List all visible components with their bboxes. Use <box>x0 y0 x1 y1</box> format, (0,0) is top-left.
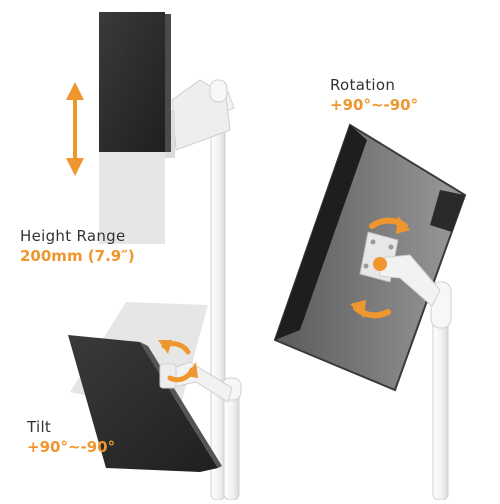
tilt-hinge <box>159 363 177 389</box>
rotation-knob <box>373 257 387 271</box>
height-monitor-side <box>165 14 171 152</box>
vertical-double-arrow-icon <box>66 82 84 176</box>
rotation-stand-arm <box>377 254 441 307</box>
rotation-label: Rotation +90°~-90° <box>330 76 418 115</box>
height-stand-pole <box>210 94 226 501</box>
tilt-monitor-group <box>68 302 242 501</box>
tilt-stand-pole <box>223 391 240 501</box>
rotation-stand-pole <box>432 319 449 501</box>
tilt-monitor <box>68 335 218 472</box>
tilt-title: Tilt <box>27 418 52 436</box>
tilt-value: +90°~-90° <box>27 438 116 456</box>
rotation-monitor-group <box>273 123 467 501</box>
tilt-label: Tilt +90°~-90° <box>27 418 115 457</box>
height-range-label: Height Range 200mm (7.9″) <box>20 227 135 266</box>
rotation-title: Rotation <box>330 76 396 94</box>
height-range-title: Height Range <box>20 227 126 245</box>
height-monitor-group <box>99 12 235 501</box>
rotation-monitor-edge <box>275 125 367 340</box>
height-monitor <box>99 12 165 152</box>
rotation-value: +90°~-90° <box>330 96 419 114</box>
height-range-value: 200mm (7.9″) <box>20 247 135 265</box>
height-pole-cap <box>209 79 228 103</box>
rotation-monitor-rim <box>430 190 465 232</box>
